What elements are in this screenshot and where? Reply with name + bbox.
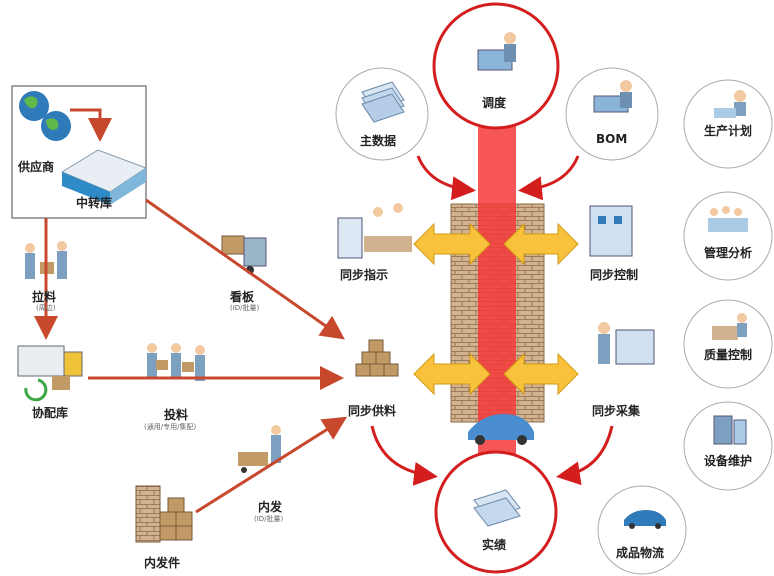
car-small-icon xyxy=(624,510,666,529)
feed-label: 投料 xyxy=(164,408,189,422)
master-label: 主数据 xyxy=(360,134,397,148)
quality-label: 质量控制 xyxy=(704,348,753,362)
equip-circle xyxy=(683,401,773,491)
center-bar xyxy=(478,118,516,460)
meeting-icon xyxy=(708,206,748,232)
forklift-icon xyxy=(221,235,267,274)
collect-to-result-arrow xyxy=(556,425,614,486)
master-to-bar-arrow xyxy=(416,155,476,201)
sync-guide-label: 同步指示 xyxy=(340,268,389,282)
parts-pile-icon xyxy=(135,485,193,543)
mgmt-circle xyxy=(683,191,773,281)
scanner-person-icon xyxy=(598,322,655,365)
plan-person-icon xyxy=(714,90,746,118)
globe-icon xyxy=(19,91,71,141)
sync-guide-icon xyxy=(337,203,412,259)
inner-sub-label: (ID/批量) xyxy=(254,515,284,523)
plan-circle xyxy=(683,79,773,169)
finished-circle xyxy=(597,485,687,575)
result-document-icon xyxy=(473,489,521,527)
bom-to-bar-arrow xyxy=(518,155,580,201)
finished-label: 成品物流 xyxy=(616,546,665,560)
dispatch-label: 调度 xyxy=(482,96,507,110)
warehouse-icon xyxy=(60,149,148,205)
supplier-to-transit-arrow xyxy=(70,108,112,142)
quality-circle xyxy=(683,299,773,389)
feed-sub-label: (通用/专用/集配) xyxy=(144,423,197,431)
bom-circle xyxy=(565,67,659,161)
car-icon xyxy=(468,414,534,445)
bom-person-icon xyxy=(593,80,632,113)
quality-icon xyxy=(712,313,747,340)
bom-label: BOM xyxy=(596,132,628,146)
sync-control-icon xyxy=(589,205,633,257)
pull-label: 拉料 xyxy=(32,290,57,304)
control-double-arrow xyxy=(503,222,579,266)
collect-double-arrow xyxy=(503,352,579,396)
kanban-sub-label: (ID/批量) xyxy=(230,304,260,312)
kanban-arrow xyxy=(145,198,345,340)
sync-supply-label: 同步供料 xyxy=(348,404,397,418)
result-label: 实绩 xyxy=(482,538,507,552)
document-stack-icon xyxy=(361,81,405,123)
inner-label: 内发 xyxy=(258,500,283,514)
cabinet-icon xyxy=(713,415,747,445)
inner-arrow xyxy=(195,416,348,514)
kanban-label: 看板 xyxy=(230,290,255,304)
dispatch-person-icon xyxy=(477,32,516,71)
guide-double-arrow xyxy=(413,222,491,266)
transit-label: 中转库 xyxy=(76,196,113,210)
supplier-label: 供应商 xyxy=(18,160,55,174)
inner-parts-label: 内发件 xyxy=(144,556,181,570)
box-pile-icon xyxy=(355,339,399,377)
equip-label: 设备维护 xyxy=(704,454,753,468)
cart-person-icon xyxy=(238,425,281,473)
supply-double-arrow xyxy=(413,352,491,396)
truck-icon xyxy=(17,345,83,402)
pull-sub-label: (周边) xyxy=(36,304,56,312)
mgmt-label: 管理分析 xyxy=(704,246,753,260)
coop-label: 协配库 xyxy=(32,406,69,420)
supply-to-result-arrow xyxy=(370,425,438,486)
feed-people-icon xyxy=(147,343,205,381)
sync-control-label: 同步控制 xyxy=(590,268,639,282)
prod-plan-label: 生产计划 xyxy=(704,124,753,138)
sync-collect-label: 同步采集 xyxy=(592,404,641,418)
